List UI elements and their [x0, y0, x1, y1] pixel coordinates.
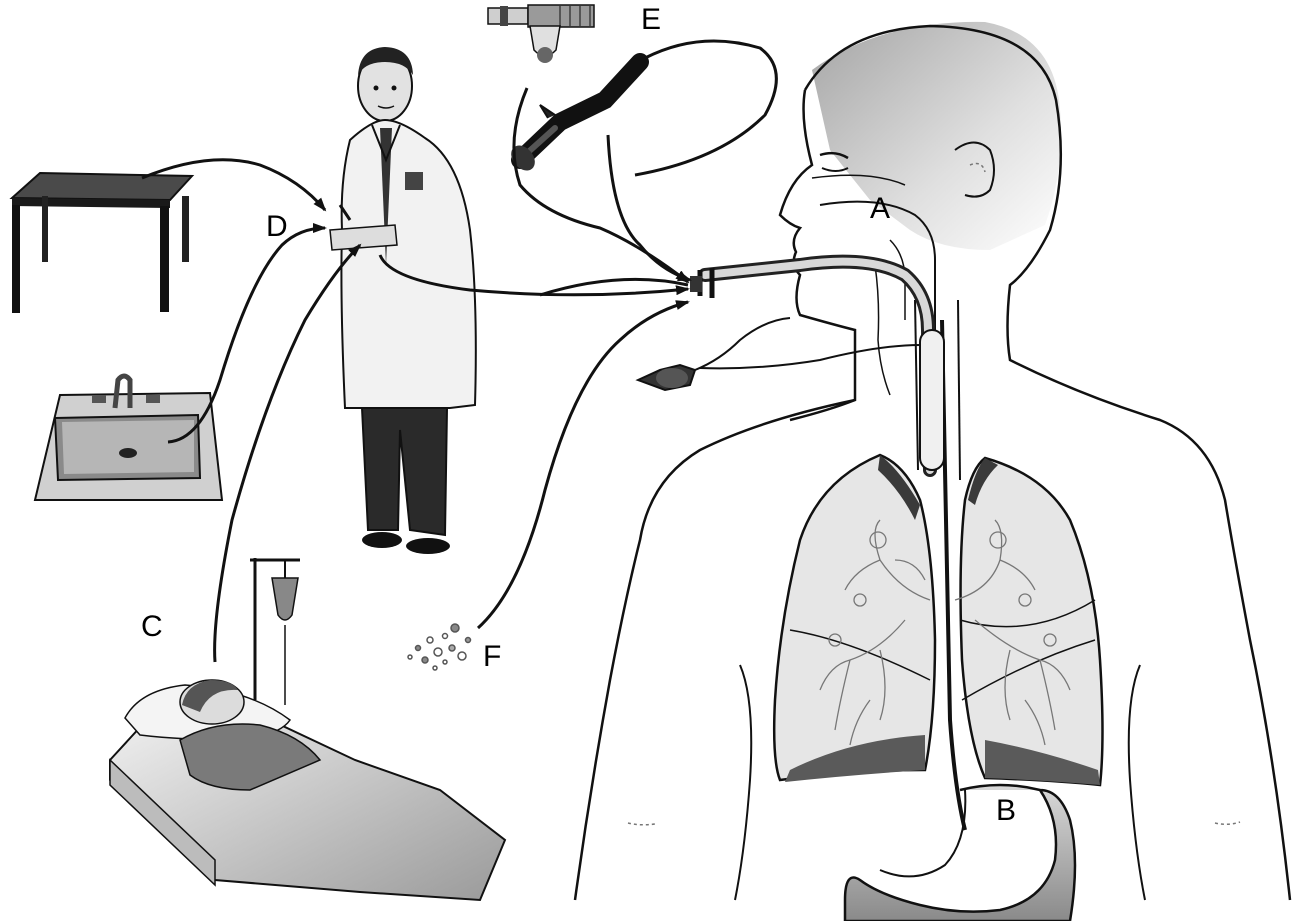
arrow-clinician-to-tube-2 [539, 277, 689, 297]
label-e: E [641, 3, 662, 36]
label-a: A [870, 192, 891, 225]
arrow-sink-to-clinician [167, 223, 327, 444]
arrow-clinician-to-tube [378, 254, 690, 297]
aerosol-droplets-icon [407, 623, 472, 671]
arrow-patient-to-clinician [213, 243, 362, 663]
label-d: D [266, 210, 288, 243]
endotracheal-tube-icon [690, 254, 945, 477]
arrow-bronchoscope-tip-to-tube [606, 134, 692, 282]
iv-drip-stand-icon [250, 558, 300, 705]
patient-anatomy-icon [573, 21, 1292, 901]
suction-catheter-icon [635, 317, 791, 392]
bronchoscope-icon [511, 53, 649, 171]
clinician-icon [329, 47, 477, 554]
arrow-table-to-clinician [141, 158, 327, 212]
arrow-bronchoscope-to-tube [634, 39, 778, 177]
stomach-icon [843, 783, 1077, 921]
patient-in-bed-icon [109, 679, 507, 902]
label-f: F [483, 640, 502, 673]
sink-icon [33, 373, 224, 501]
label-c: C [141, 610, 163, 643]
arrow-circuit-to-tube [512, 87, 690, 284]
label-b: B [996, 794, 1017, 827]
lungs-icon [772, 453, 1104, 787]
table-icon [9, 171, 195, 313]
transmission-arrows [141, 39, 778, 663]
ventilator-circuit-icon [487, 4, 595, 63]
arrow-droplets-to-tube [476, 300, 690, 630]
